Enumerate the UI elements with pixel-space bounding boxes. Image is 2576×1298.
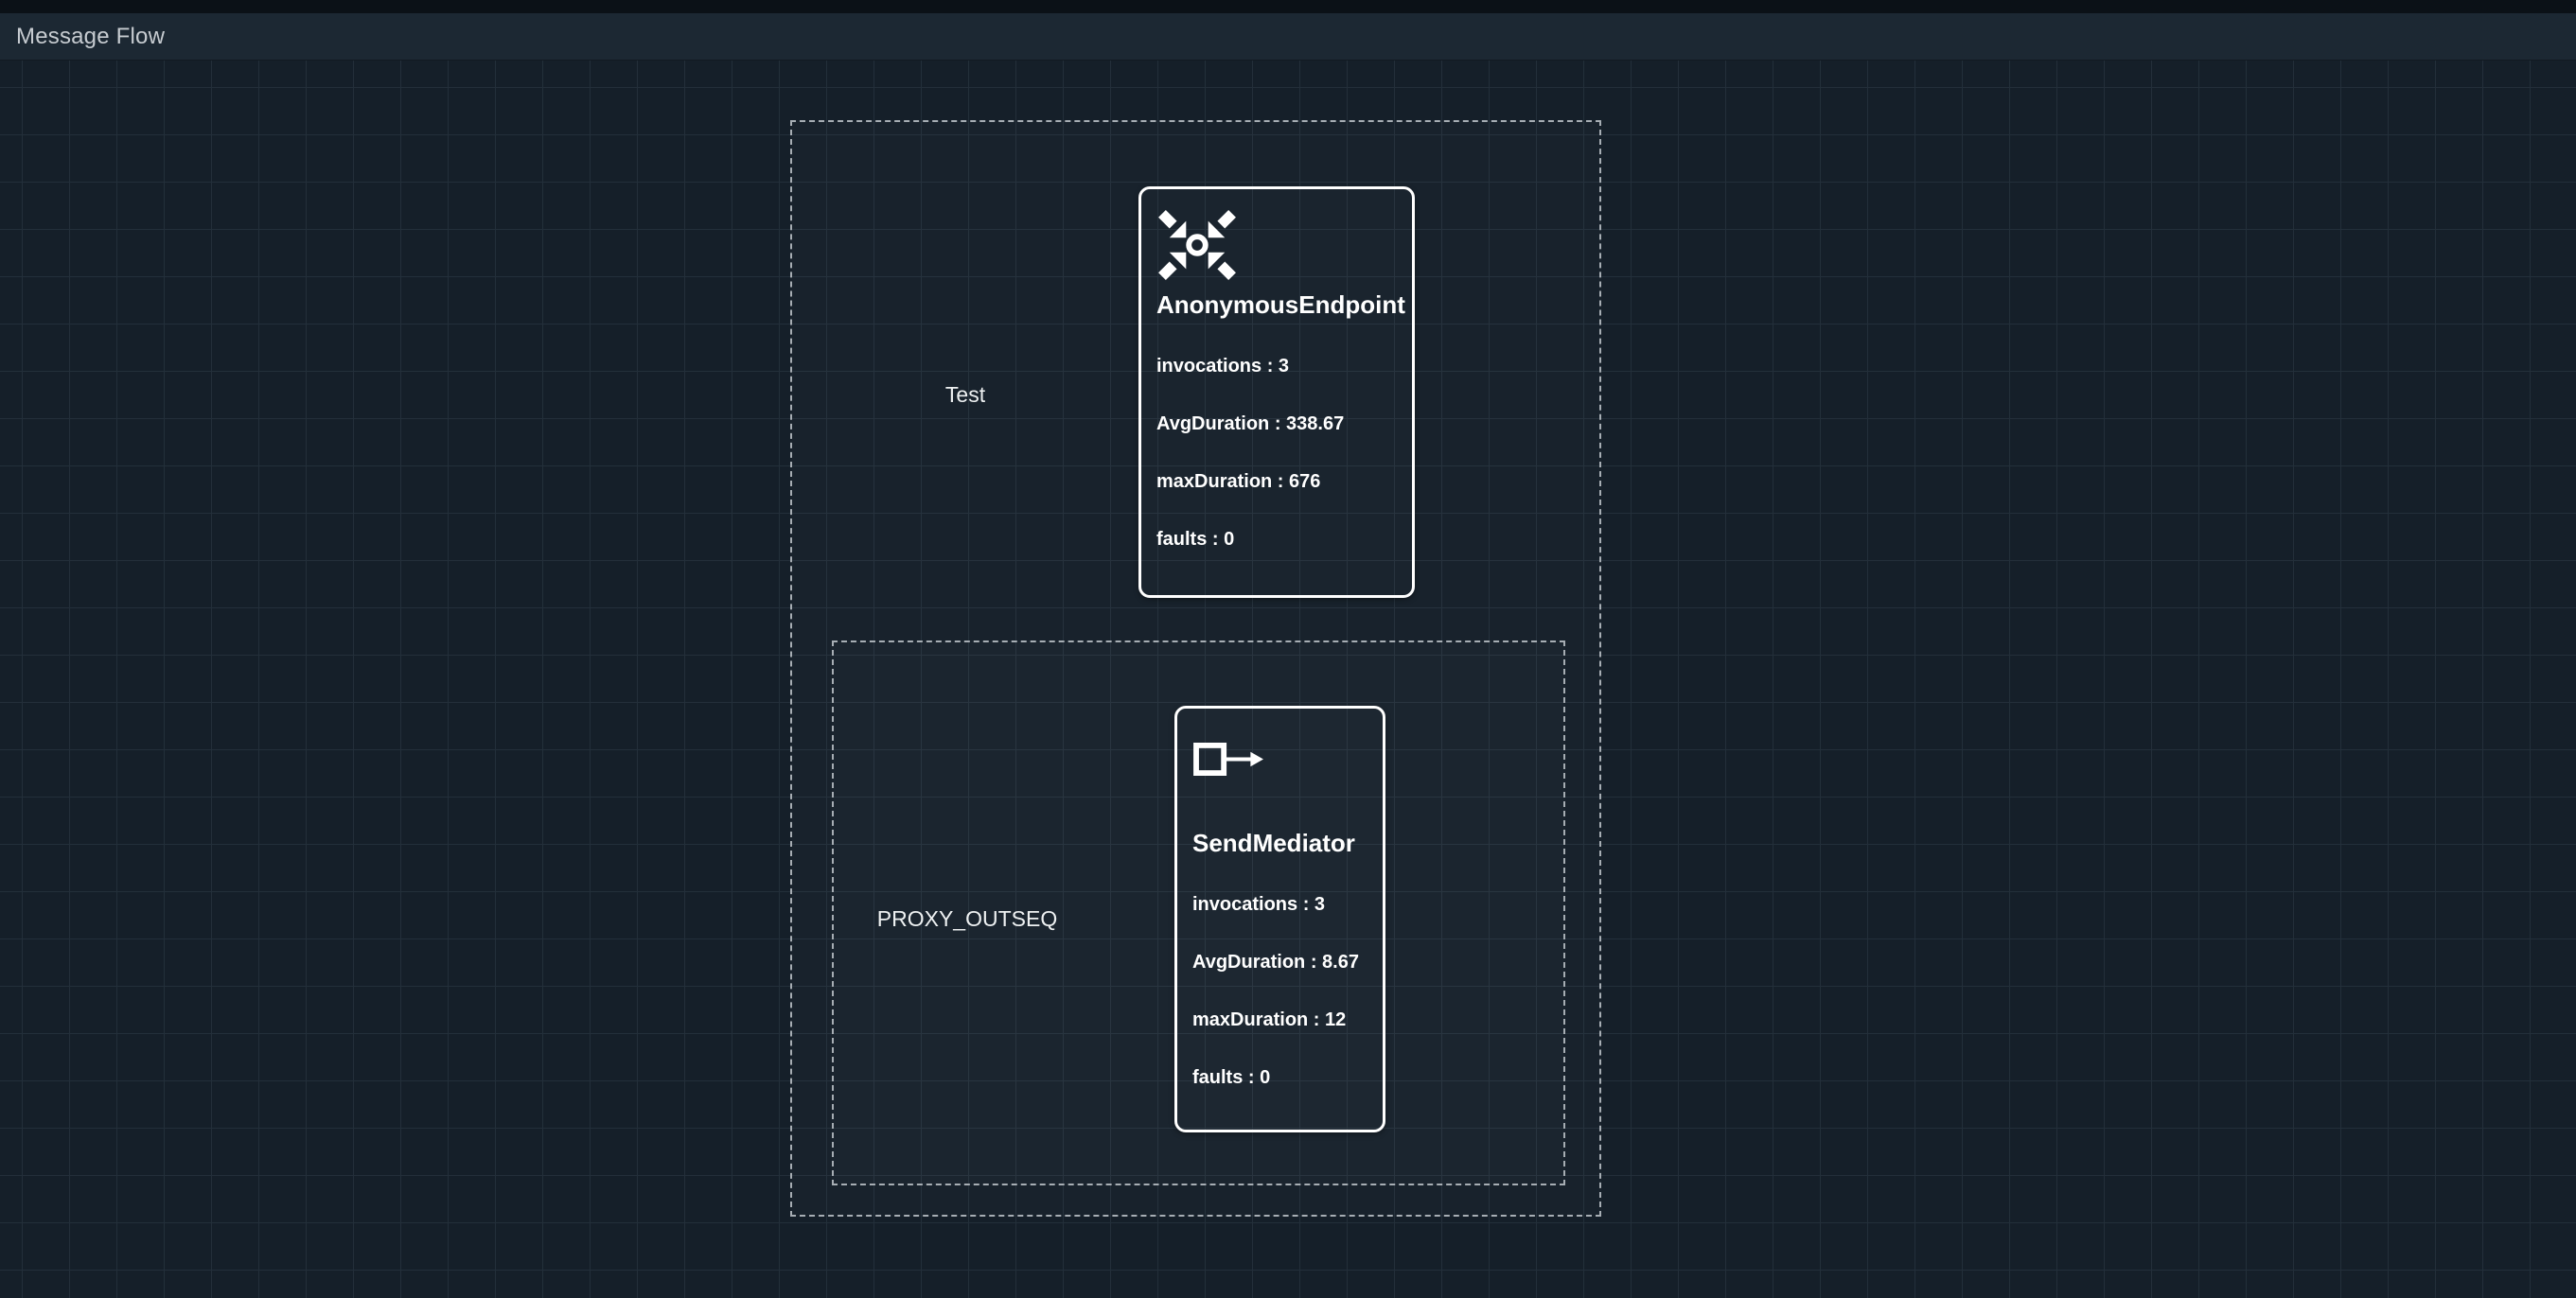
node-stat-invocations: invocations : 3 [1192, 894, 1326, 915]
node-title: AnonymousEndpoint [1156, 290, 1405, 319]
node-title: SendMediator [1192, 829, 1355, 857]
node-send-mediator[interactable]: SendMediator invocations : 3 AvgDuration… [1174, 706, 1385, 1132]
node-stat-max-duration: maxDuration : 676 [1156, 471, 1321, 492]
converge-arrows-icon [1156, 208, 1397, 282]
group-test-label: Test [944, 382, 986, 407]
node-stat-faults: faults : 0 [1192, 1067, 1271, 1088]
group-proxy-outseq-label: PROXY_OUTSEQ [876, 906, 1058, 931]
node-stat-max-duration: maxDuration : 12 [1192, 1009, 1347, 1030]
header-bar: Message Flow [0, 13, 2576, 61]
flow-canvas[interactable]: Test [0, 61, 2576, 1298]
node-stat-avg-duration: AvgDuration : 8.67 [1192, 952, 1359, 973]
top-strip [0, 0, 2576, 13]
node-stat-faults: faults : 0 [1156, 529, 1235, 550]
node-stat-invocations: invocations : 3 [1156, 356, 1290, 377]
send-arrow-icon [1192, 728, 1367, 801]
group-proxy-outseq: PROXY_OUTSEQ SendMediator invocations : … [832, 640, 1565, 1185]
node-anonymous-endpoint[interactable]: AnonymousEndpoint invocations : 3 AvgDur… [1138, 186, 1415, 598]
group-test: Test [790, 120, 1601, 1217]
page-title: Message Flow [16, 23, 166, 49]
node-stat-avg-duration: AvgDuration : 338.67 [1156, 413, 1345, 434]
